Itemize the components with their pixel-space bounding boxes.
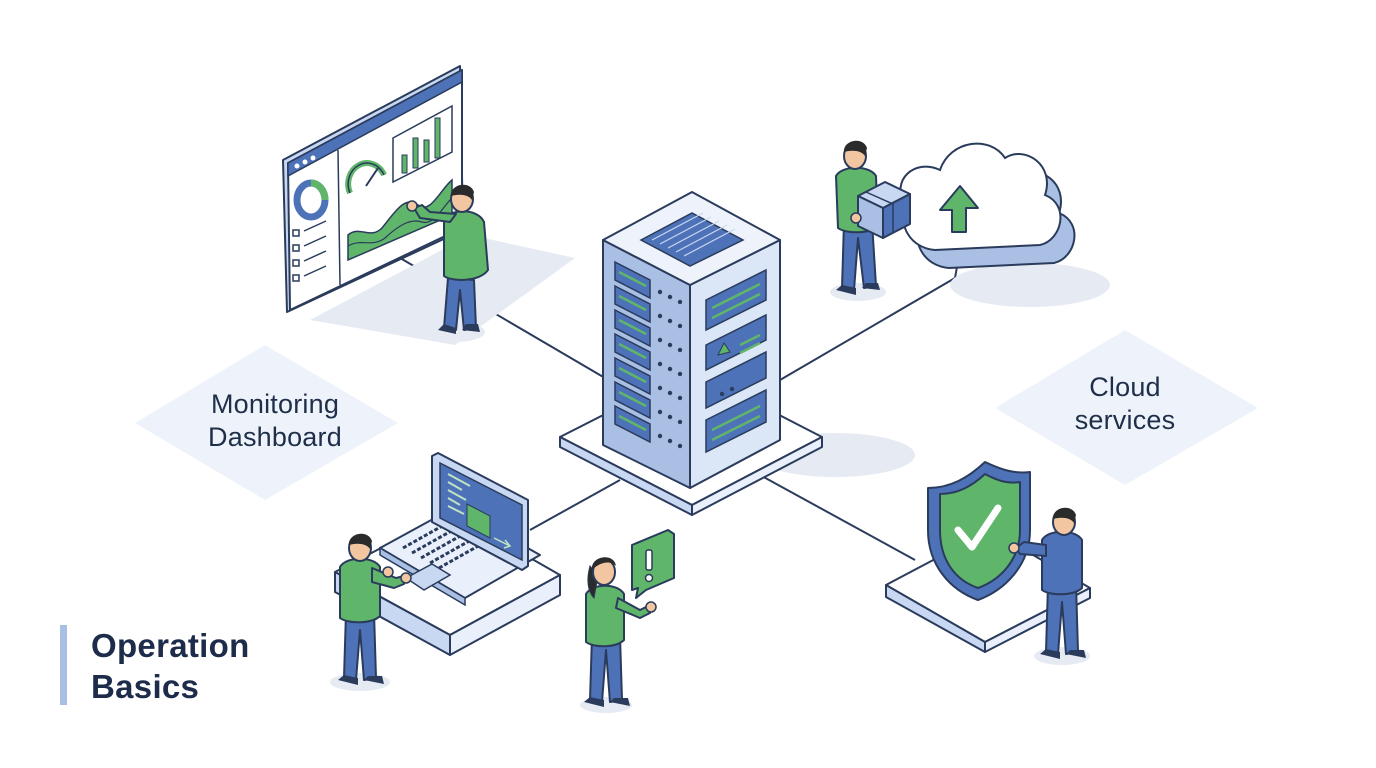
person-laptop xyxy=(330,533,412,691)
security-shield-icon xyxy=(885,461,1091,653)
cloud-label-line1: Cloud xyxy=(1089,372,1161,402)
monitoring-dashboard-label: Monitoring Dashboard xyxy=(180,388,370,454)
title-line2: Basics xyxy=(91,668,200,705)
person-shield xyxy=(1008,507,1090,665)
page-title: Operation Basics xyxy=(60,625,250,705)
monitoring-label-line2: Dashboard xyxy=(208,422,342,452)
server-rack-icon xyxy=(559,191,915,516)
monitoring-label-line1: Monitoring xyxy=(210,389,340,419)
cloud-services-label: Cloud services xyxy=(1030,371,1220,437)
title-line1: Operation xyxy=(91,627,250,664)
person-alert xyxy=(580,557,657,713)
cloud-label-diamond xyxy=(995,330,1258,485)
person-cloud xyxy=(830,140,911,301)
person-dashboard xyxy=(406,184,489,342)
cloud-upload-icon xyxy=(899,142,1110,307)
cloud-label-line2: services xyxy=(1074,405,1176,435)
monitoring-label-diamond xyxy=(135,345,398,500)
laptop-icon xyxy=(334,452,561,656)
alert-bubble-icon xyxy=(631,529,675,599)
monitoring-dashboard-icon xyxy=(282,65,575,345)
